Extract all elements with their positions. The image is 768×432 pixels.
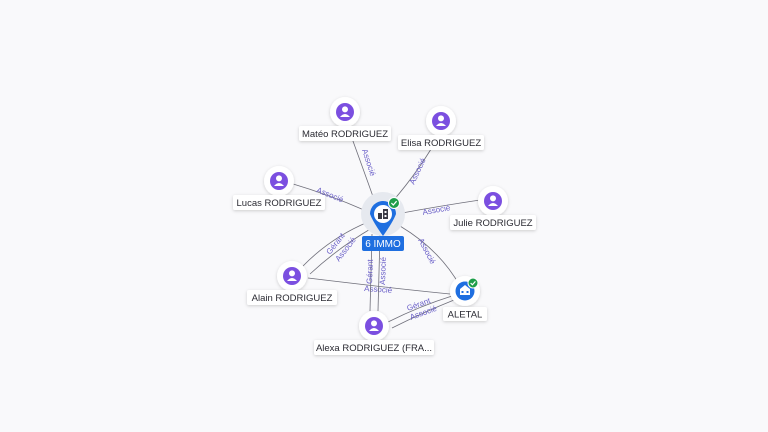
focus-label-badge	[362, 236, 404, 251]
node-alain[interactable]: Alain RODRIGUEZ	[247, 261, 337, 305]
person-icon	[283, 267, 301, 285]
person-icon	[336, 103, 354, 121]
node-alexa[interactable]: Alexa RODRIGUEZ (FRA...	[314, 311, 434, 355]
edge-label-alexa-associe: Associé	[378, 256, 388, 285]
person-icon	[432, 112, 450, 130]
node-label: Elisa RODRIGUEZ	[401, 138, 481, 149]
edge-label-elisa: Associé	[408, 156, 428, 186]
verified-badge-icon	[467, 277, 479, 289]
edge-alain-aletal	[307, 277, 451, 295]
node-mateo[interactable]: Matéo RODRIGUEZ	[299, 97, 391, 141]
building-icon	[378, 209, 388, 219]
node-lucas[interactable]: Lucas RODRIGUEZ	[233, 166, 325, 210]
node-label: Alexa RODRIGUEZ (FRA...	[316, 343, 432, 354]
node-label: Matéo RODRIGUEZ	[302, 129, 388, 140]
node-label: ALETAL	[448, 310, 483, 321]
node-julie[interactable]: Julie RODRIGUEZ	[450, 186, 536, 230]
person-icon	[365, 317, 383, 335]
edge-alexa-aletal-1	[387, 295, 453, 323]
edge-julie-6immo	[401, 199, 481, 214]
node-label: Alain RODRIGUEZ	[252, 293, 333, 304]
node-elisa[interactable]: Elisa RODRIGUEZ	[398, 106, 484, 150]
node-aletal[interactable]: ALETAL	[443, 276, 487, 321]
focus-label: 6 IMMO	[365, 239, 401, 250]
edge-6immo-aletal	[399, 225, 461, 287]
edge-alain-6immo-2	[309, 227, 373, 275]
node-label: Julie RODRIGUEZ	[453, 218, 532, 229]
edge-label-mateo: Associé	[360, 148, 377, 178]
edge-lucas-6immo	[289, 182, 365, 211]
edge-alain-6immo-1	[301, 221, 369, 268]
edge-label-alexa-gerant: Gérant	[365, 259, 375, 285]
edge-label-julie: Associé	[422, 203, 452, 217]
edge-label-6immo-aletal: Associé	[416, 237, 437, 266]
edge-alexa-aletal-2	[391, 299, 455, 329]
verified-badge-icon	[388, 197, 400, 209]
person-icon	[484, 192, 502, 210]
node-label: Lucas RODRIGUEZ	[237, 198, 322, 209]
person-icon	[270, 172, 288, 190]
building-icon	[460, 285, 470, 295]
node-6immo-focus[interactable]: 6 IMMO	[361, 192, 405, 251]
